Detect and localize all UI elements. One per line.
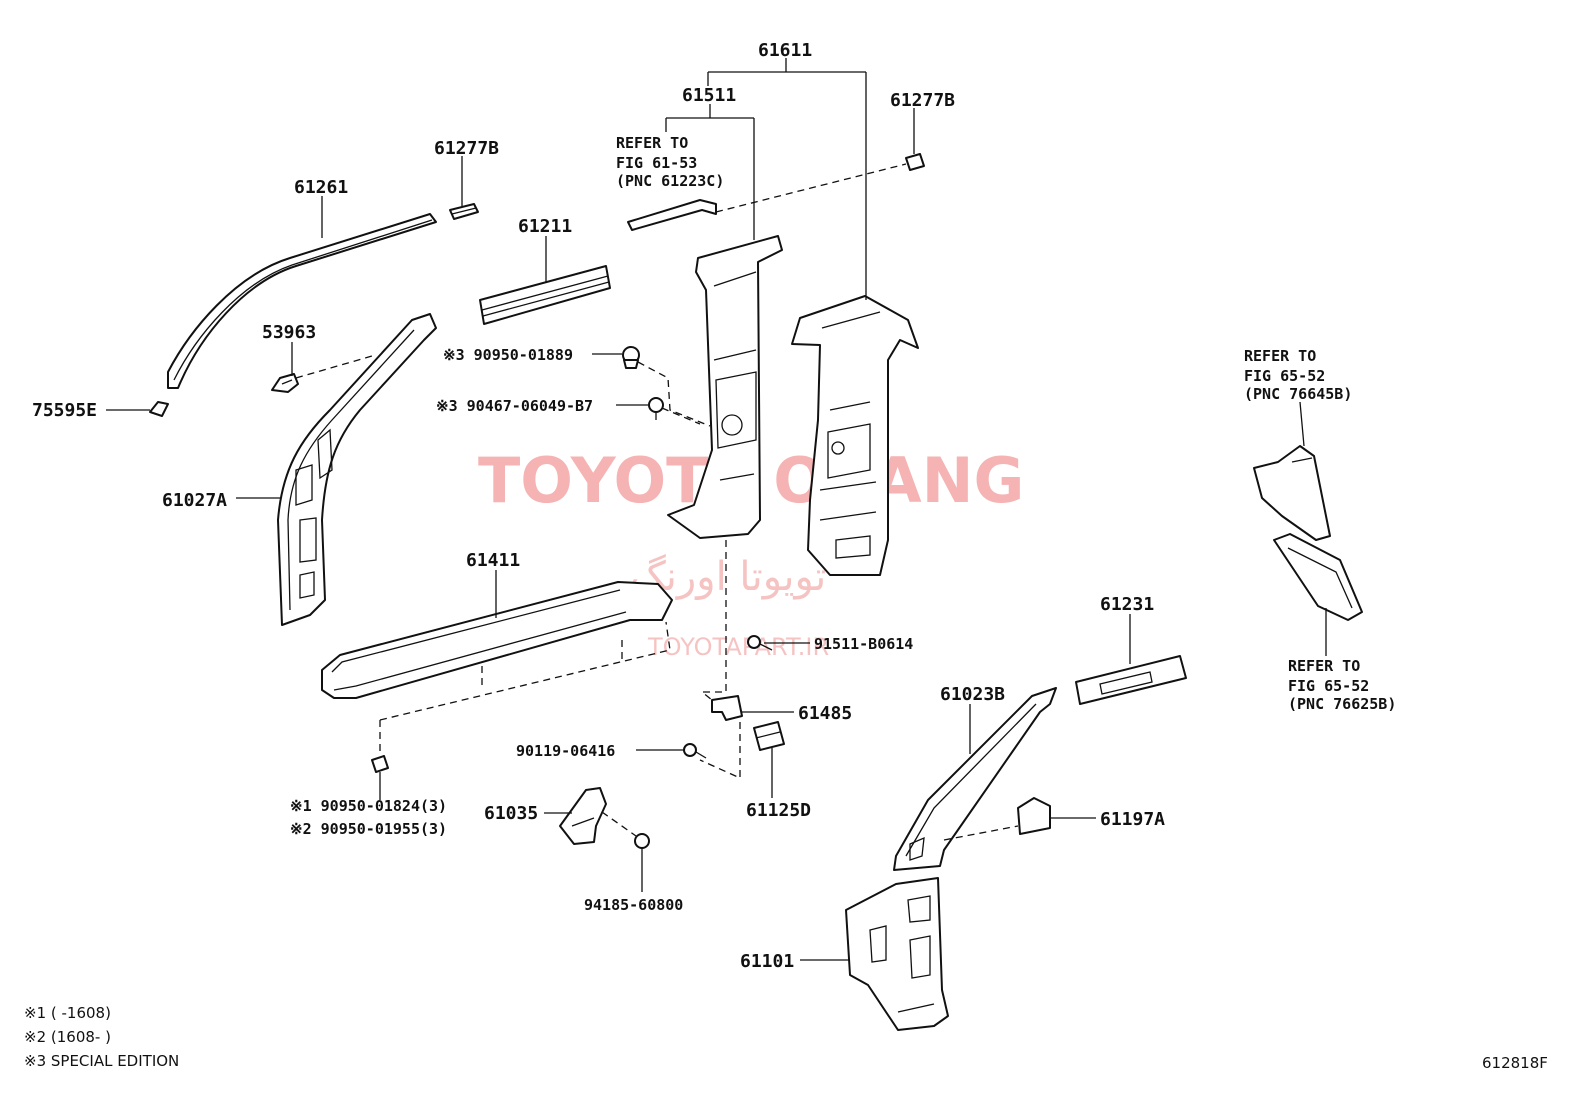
refer-61223c: REFER TO FIG 61-53 (PNC 61223C) — [616, 134, 724, 190]
part-61101-shape — [845, 877, 949, 1031]
refer-76645b: REFER TO FIG 65-52 (PNC 76645B) — [1244, 347, 1352, 403]
part-90119-shape — [683, 743, 707, 759]
part-75595e-shape — [149, 401, 169, 417]
label-61125d: 61125D — [746, 800, 811, 821]
part-90950-01889-shape — [622, 346, 640, 369]
footnote-2: ※2 (1608- ) — [24, 1028, 111, 1046]
part-61035-shape — [559, 787, 607, 845]
part-61223c-shape — [627, 199, 717, 231]
label-94185: 94185-60800 — [584, 896, 683, 914]
watermark-site: TOYOTAPART.IR — [647, 633, 829, 661]
label-90950-01824: ※1 90950-01824(3) — [290, 797, 447, 815]
part-61511-shape — [667, 235, 783, 539]
part-53963-shape — [271, 373, 299, 393]
label-90119: 90119-06416 — [516, 742, 615, 760]
part-61611-shape — [791, 295, 919, 576]
label-61211: 61211 — [518, 216, 572, 237]
part-61027a-shape — [277, 313, 437, 626]
label-53963: 53963 — [262, 322, 316, 343]
part-90467-shape — [648, 397, 664, 420]
label-61035: 61035 — [484, 803, 538, 824]
part-61261-shape — [167, 213, 437, 389]
label-61511: 61511 — [682, 85, 736, 106]
label-61485: 61485 — [798, 703, 852, 724]
refer-76625b-line3: (PNC 76625B) — [1288, 695, 1396, 713]
figure-code: 612818F — [1482, 1054, 1548, 1072]
refer-76625b-line2: FIG 65-52 — [1288, 677, 1369, 695]
part-labels: 61611 61511 61277B 61277B 61261 61211 53… — [32, 40, 1165, 972]
refer-61223c-line3: (PNC 61223C) — [616, 172, 724, 190]
label-61611: 61611 — [758, 40, 812, 61]
refer-76645b-line3: (PNC 76645B) — [1244, 385, 1352, 403]
label-61023b: 61023B — [940, 684, 1005, 705]
part-61197a-shape — [1017, 797, 1051, 835]
part-94185-shape — [634, 833, 650, 849]
part-61485-shape — [711, 695, 743, 721]
refer-61223c-line2: FIG 61-53 — [616, 154, 697, 172]
label-61027a: 61027A — [162, 490, 227, 511]
part-61277b-left-shape — [449, 203, 479, 220]
refer-76625b-line1: REFER TO — [1288, 657, 1360, 675]
footnote-3: ※3 SPECIAL EDITION — [24, 1052, 179, 1070]
refer-76645b-line1: REFER TO — [1244, 347, 1316, 365]
part-76645b-shape — [1253, 445, 1331, 541]
part-61277b-top-shape — [905, 153, 925, 171]
label-61231: 61231 — [1100, 594, 1154, 615]
part-76625b-shape — [1273, 533, 1363, 621]
part-91511-shape — [747, 635, 773, 651]
part-61023b-shape — [893, 687, 1057, 871]
label-61277b-left: 61277B — [434, 138, 499, 159]
leader-lines — [106, 58, 1327, 961]
label-61101: 61101 — [740, 951, 794, 972]
label-90467: ※3 90467-06049-B7 — [436, 397, 593, 415]
part-61411-shape — [321, 581, 673, 699]
footnotes: ※1 ( -1608) ※2 (1608- ) ※3 SPECIAL EDITI… — [24, 1004, 179, 1070]
part-90950-01824-shape — [371, 755, 389, 773]
refer-76625b: REFER TO FIG 65-52 (PNC 76625B) — [1288, 657, 1396, 713]
label-61411: 61411 — [466, 550, 520, 571]
label-61197a: 61197A — [1100, 809, 1165, 830]
label-61277b-top: 61277B — [890, 90, 955, 111]
dashed-lines — [295, 163, 1019, 841]
part-61125d-shape — [753, 721, 785, 751]
refer-76645b-line2: FIG 65-52 — [1244, 367, 1325, 385]
label-75595e: 75595E — [32, 400, 97, 421]
footnote-1: ※1 ( -1608) — [24, 1004, 111, 1022]
label-90950-01889: ※3 90950-01889 — [443, 346, 573, 364]
label-91511: 91511-B0614 — [814, 635, 913, 653]
part-61231-shape — [1075, 655, 1187, 705]
label-61261: 61261 — [294, 177, 348, 198]
refer-61223c-line1: REFER TO — [616, 134, 688, 152]
label-90950-01955: ※2 90950-01955(3) — [290, 820, 447, 838]
part-61211-shape — [479, 265, 611, 325]
